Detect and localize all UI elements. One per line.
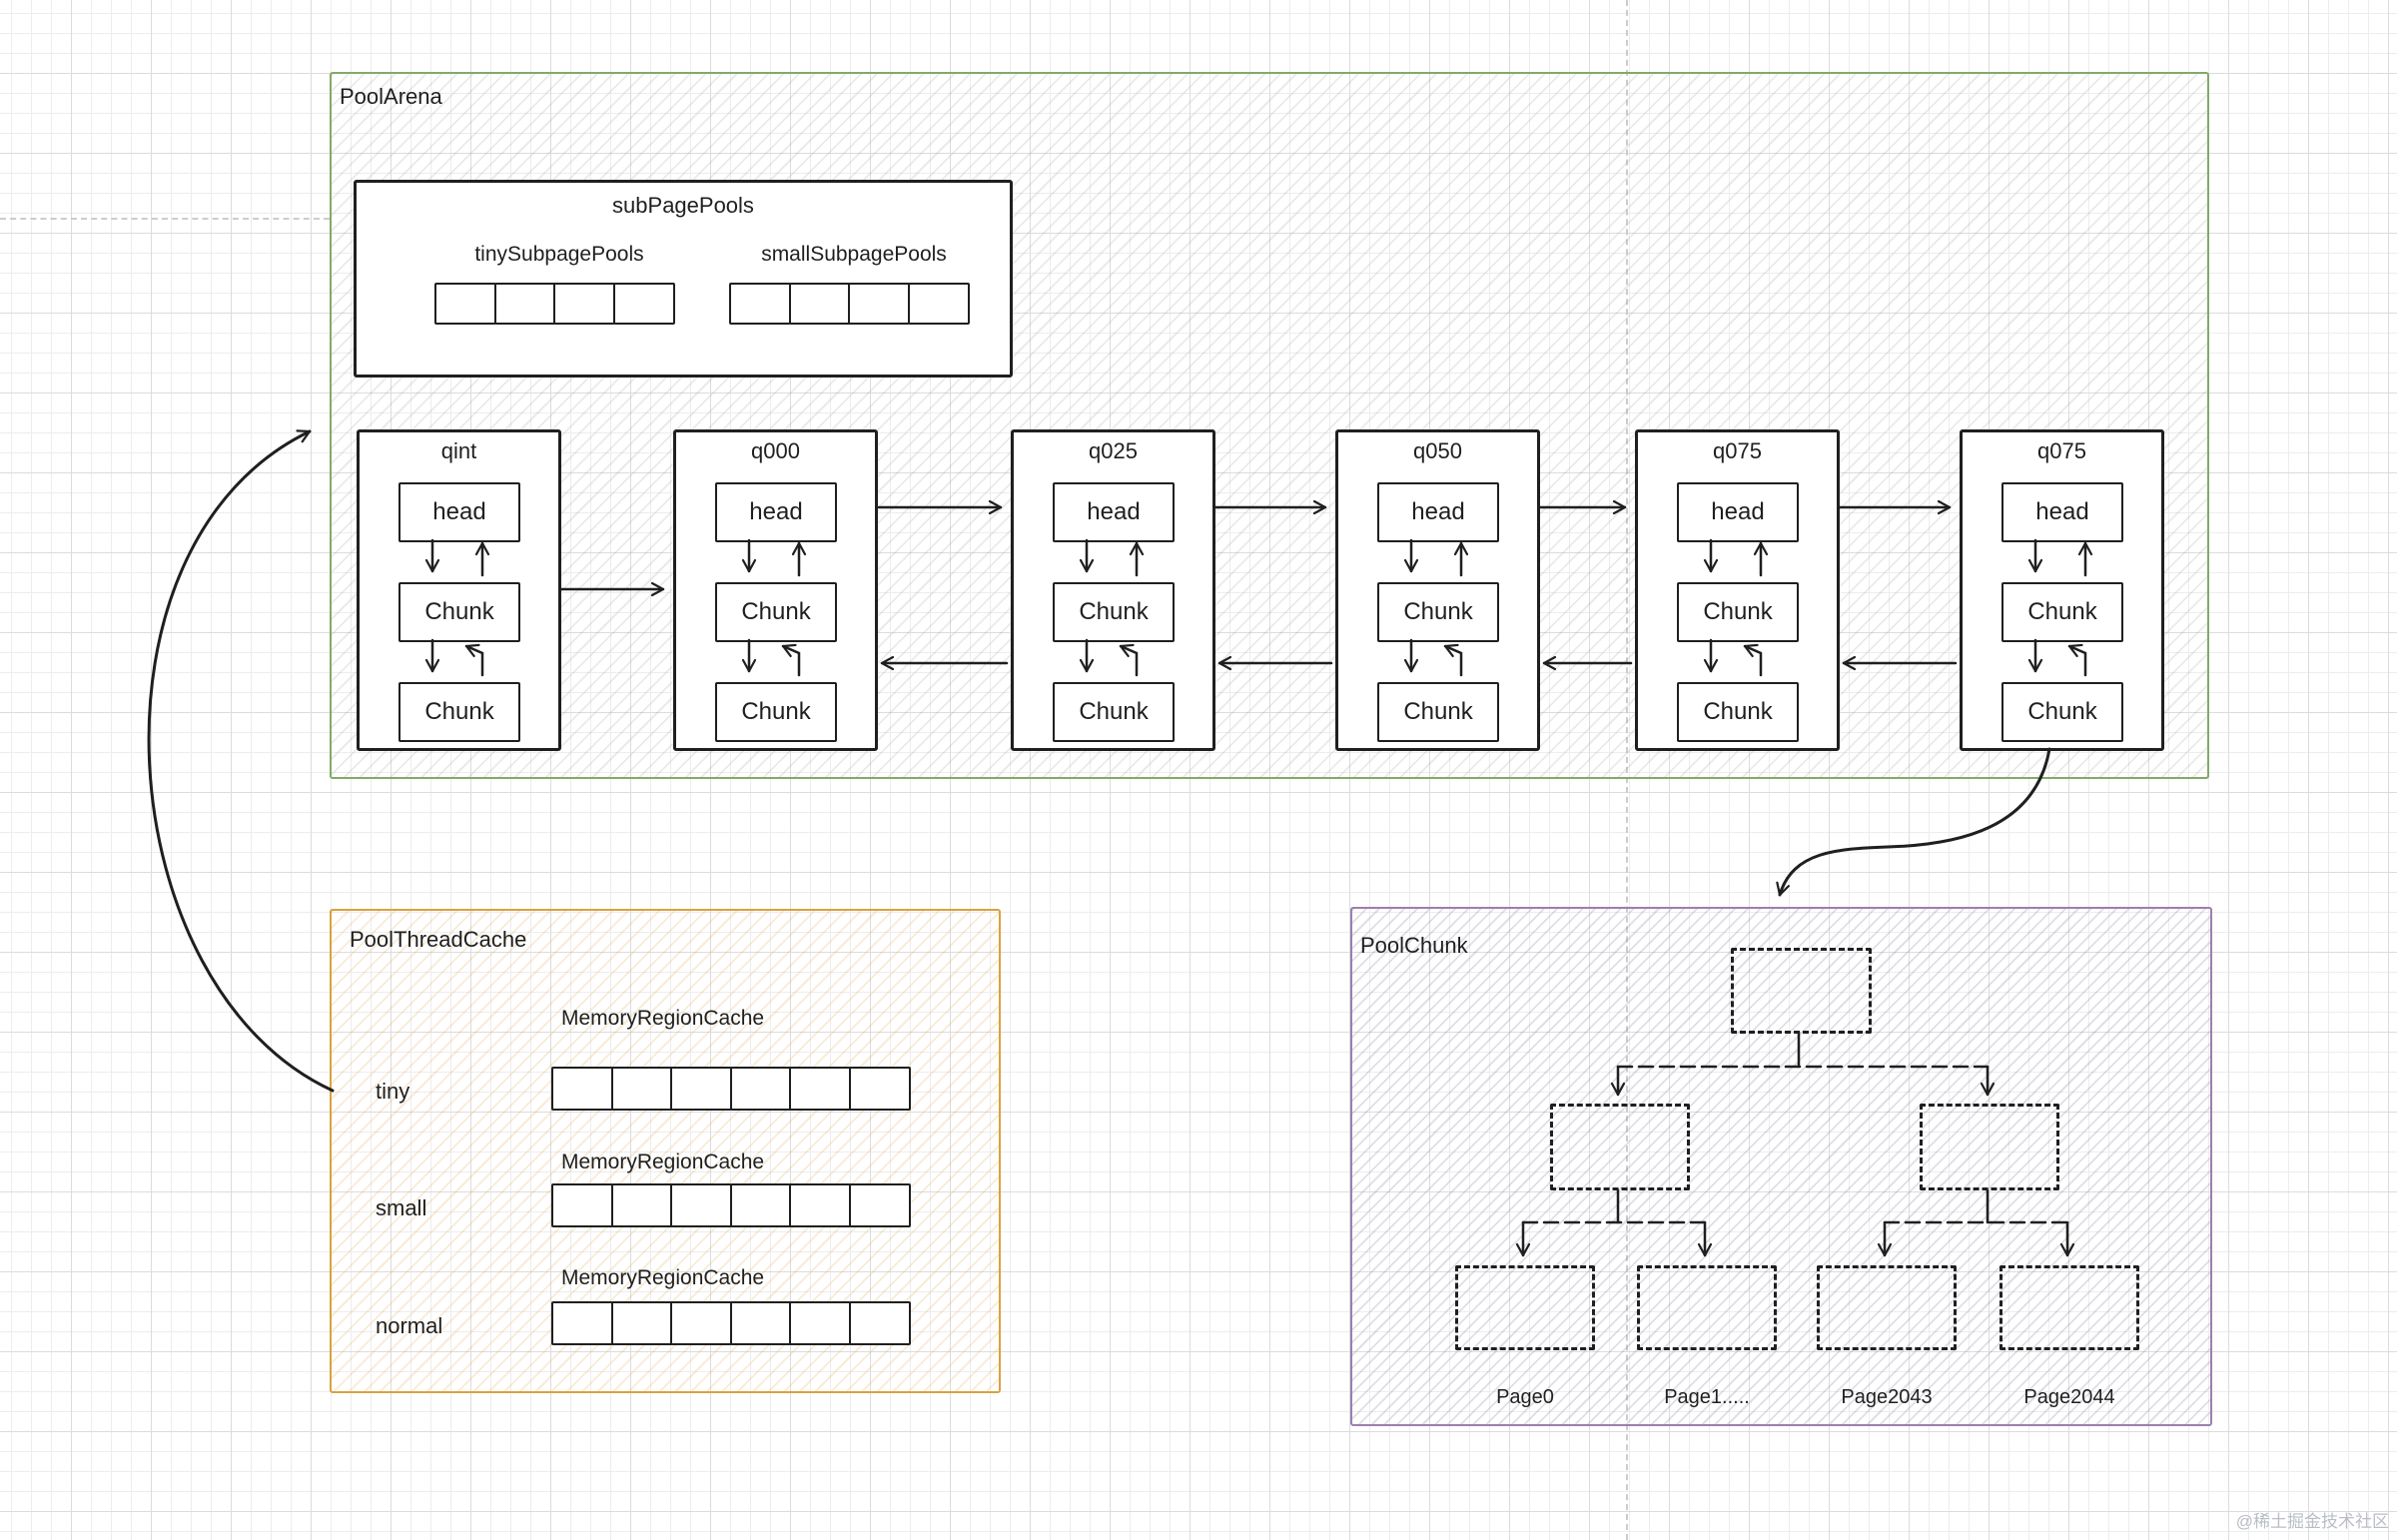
cache-cell [729, 1183, 792, 1227]
queue-node-chunk: Chunk [715, 682, 837, 742]
normal-row-label: normal [376, 1313, 443, 1338]
guide-dashed-horizontal [0, 218, 330, 220]
pool-cell [729, 283, 791, 325]
tree-child-node-left [1550, 1104, 1690, 1190]
queue-node-head: head [715, 482, 837, 542]
cache-cell [789, 1067, 851, 1111]
cache-cell [670, 1301, 732, 1345]
queue-box-qint: qint head Chunk Chunk [357, 429, 561, 751]
queue-node-chunk: Chunk [1377, 682, 1499, 742]
tiny-subpage-pools-group: tinySubpagePools [434, 243, 684, 325]
queue-node-chunk: Chunk [399, 682, 520, 742]
pool-cell [434, 283, 496, 325]
cache-cell [729, 1067, 792, 1111]
tree-leaf-page1 [1637, 1265, 1777, 1350]
tree-child-node-right [1920, 1104, 2059, 1190]
pool-cell [848, 283, 910, 325]
queue-title: q025 [1089, 438, 1138, 463]
memory-region-cache-header: MemoryRegionCache [561, 1151, 765, 1173]
page0-label: Page0 [1496, 1386, 1554, 1408]
tiny-row-cells [551, 1067, 911, 1111]
queue-title: qint [440, 438, 477, 463]
queue-box-q075-2: q075 head Chunk Chunk [1960, 429, 2164, 751]
cache-cell [670, 1183, 732, 1227]
queue-node-head: head [1053, 482, 1175, 542]
pool-cell [788, 283, 851, 325]
queue-title: q000 [751, 438, 800, 463]
queue-box-q050: q050 head Chunk Chunk [1335, 429, 1540, 751]
queue-node-head: head [1377, 482, 1499, 542]
cache-cell [610, 1067, 673, 1111]
pool-thread-cache-title: PoolThreadCache [350, 927, 527, 952]
cache-cell [789, 1183, 851, 1227]
queue-title: q075 [2037, 438, 2086, 463]
memory-region-cache-header: MemoryRegionCache [561, 1266, 765, 1289]
cache-cell [551, 1183, 613, 1227]
queue-node-chunk: Chunk [1677, 682, 1799, 742]
page2043-label: Page2043 [1841, 1386, 1933, 1408]
queue-node-chunk: Chunk [399, 582, 520, 642]
queue-node-chunk: Chunk [1053, 682, 1175, 742]
queue-title: q075 [1713, 438, 1762, 463]
small-subpage-pools-cells [729, 283, 979, 325]
queue-title: q050 [1413, 438, 1462, 463]
queue-node-chunk: Chunk [1377, 582, 1499, 642]
tree-leaf-page2044 [1999, 1265, 2139, 1350]
queue-box-q025: q025 head Chunk Chunk [1011, 429, 1215, 751]
pool-cell [493, 283, 556, 325]
cache-cell [670, 1067, 732, 1111]
queue-node-head: head [2001, 482, 2123, 542]
queue-node-chunk: Chunk [1677, 582, 1799, 642]
tree-leaf-page0 [1455, 1265, 1595, 1350]
normal-row-cells [551, 1301, 911, 1345]
guide-dashed-vertical [1626, 0, 1628, 1540]
page1-label: Page1..... [1664, 1386, 1750, 1408]
queue-node-chunk: Chunk [1053, 582, 1175, 642]
queue-node-head: head [399, 482, 520, 542]
small-subpage-pools-label: smallSubpagePools [761, 243, 947, 266]
small-subpage-pools-group: smallSubpagePools [729, 243, 979, 325]
pool-chunk-box: PoolChunk Page0 Page1..... Page2043 Page… [1350, 907, 2212, 1426]
page2044-label: Page2044 [2023, 1386, 2115, 1408]
pool-thread-cache-box: PoolThreadCache MemoryRegionCache tiny M… [330, 909, 1001, 1393]
pool-cell [907, 283, 970, 325]
tree-root-node [1731, 948, 1872, 1034]
cache-cell [848, 1067, 911, 1111]
queue-node-chunk: Chunk [2001, 682, 2123, 742]
cache-cell [848, 1301, 911, 1345]
tiny-subpage-pools-label: tinySubpagePools [474, 243, 644, 266]
queue-node-chunk: Chunk [2001, 582, 2123, 642]
cache-cell [551, 1067, 613, 1111]
pool-cell [612, 283, 675, 325]
watermark: @稀土掘金技术社区 [2235, 1512, 2389, 1531]
cache-cell [610, 1183, 673, 1227]
cache-cell [551, 1301, 613, 1345]
tiny-row-label: tiny [376, 1079, 410, 1104]
tree-leaf-page2043 [1817, 1265, 1957, 1350]
pool-chunk-title: PoolChunk [1360, 933, 1468, 958]
pool-arena-box: PoolArena subPagePools tinySubpagePools … [330, 72, 2209, 779]
memory-region-cache-header: MemoryRegionCache [561, 1007, 765, 1030]
tiny-subpage-pools-cells [434, 283, 684, 325]
queue-box-q000: q000 head Chunk Chunk [673, 429, 878, 751]
cache-cell [789, 1301, 851, 1345]
subpagepools-title: subPagePools [612, 193, 754, 218]
cache-cell [729, 1301, 792, 1345]
small-row-cells [551, 1183, 911, 1227]
queue-node-head: head [1677, 482, 1799, 542]
queue-box-q075: q075 head Chunk Chunk [1635, 429, 1840, 751]
cache-cell [610, 1301, 673, 1345]
cache-cell [848, 1183, 911, 1227]
small-row-label: small [376, 1195, 427, 1220]
pool-arena-title: PoolArena [340, 84, 442, 109]
pool-cell [553, 283, 615, 325]
subpagepools-box: subPagePools tinySubpagePools smallSubpa… [354, 180, 1013, 378]
queue-node-chunk: Chunk [715, 582, 837, 642]
